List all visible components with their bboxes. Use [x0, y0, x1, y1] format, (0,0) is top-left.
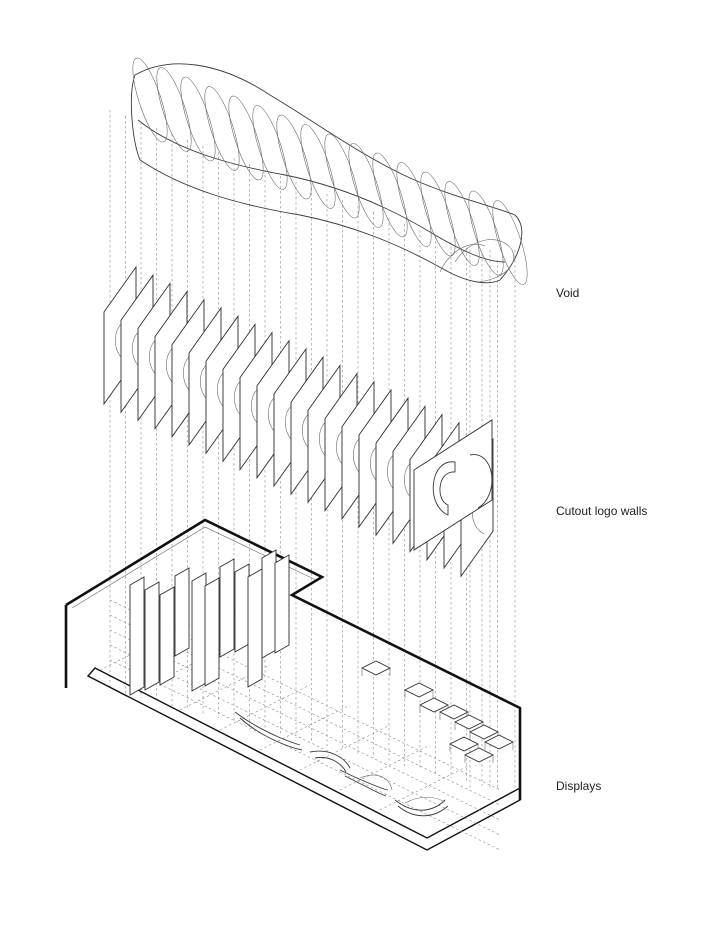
void-ring — [444, 181, 480, 266]
shelf — [468, 724, 500, 740]
display-panel — [274, 554, 290, 654]
void-ring — [276, 114, 312, 200]
void-ring — [252, 105, 288, 190]
void-ring — [300, 124, 336, 209]
display-panel — [191, 572, 207, 692]
logo-cutout — [469, 454, 493, 509]
grid-line — [109, 629, 501, 821]
void-ring — [372, 152, 408, 238]
display-panel — [159, 586, 175, 686]
shelf — [448, 736, 480, 752]
shelf — [463, 747, 495, 763]
displays-layer — [64, 518, 522, 851]
void-label: Void — [556, 286, 579, 300]
void-ring — [132, 57, 168, 143]
cutout-logo-walls-layer — [103, 265, 494, 578]
void-ring — [468, 190, 504, 276]
void-ring — [492, 200, 528, 285]
wall-panel — [413, 419, 493, 551]
shelf — [403, 682, 435, 698]
void-ring — [396, 162, 432, 247]
logo-cutout — [432, 461, 456, 516]
shelf — [483, 734, 515, 750]
display-panel — [174, 567, 190, 657]
void-layer — [130, 57, 528, 285]
cutout-logo-walls-label: Cutout logo walls — [556, 504, 647, 518]
void-ring — [348, 143, 384, 228]
display-panel — [144, 581, 160, 691]
shelf — [453, 714, 485, 730]
grid-line — [339, 744, 431, 791]
grid-line — [109, 644, 501, 836]
grid-line — [379, 764, 471, 811]
display-panel — [247, 568, 263, 688]
front-logo-wall — [413, 419, 493, 551]
void-rings — [132, 57, 528, 285]
shelf — [360, 660, 392, 676]
void-ring — [204, 86, 240, 171]
void-ring — [420, 171, 456, 257]
grid-line — [219, 684, 311, 731]
display-panel — [234, 563, 250, 653]
void-ring — [324, 133, 360, 219]
display-panel — [219, 558, 235, 658]
display-panel — [129, 576, 145, 696]
displays-label: Displays — [556, 779, 601, 793]
display-panel — [261, 549, 277, 659]
void-ring — [156, 67, 192, 152]
void-ring — [228, 95, 264, 181]
grid-line — [299, 724, 391, 771]
display-shelves — [360, 660, 515, 763]
display-panels — [129, 549, 290, 696]
grid-line — [179, 664, 271, 711]
display-panel — [204, 577, 220, 687]
grid-line — [109, 659, 501, 851]
void-ring — [180, 76, 216, 162]
grid-line — [259, 704, 351, 751]
